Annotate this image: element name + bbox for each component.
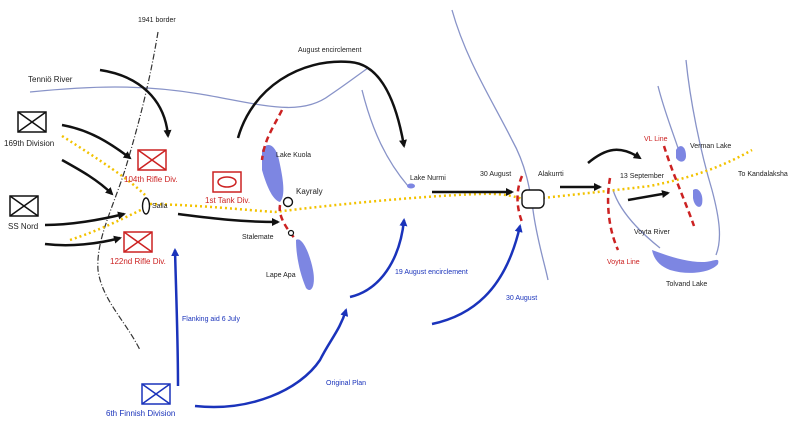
unit-6th-finnish <box>141 383 171 405</box>
rifle-122-label: 122nd Rifle Div. <box>110 257 166 266</box>
kayraly-marker <box>282 196 294 208</box>
alakurrti-label: Alakurrti <box>538 171 564 178</box>
lape-apa-label: Lape Apa <box>266 272 296 279</box>
unit-1st-tank <box>212 171 242 193</box>
stalemate-label: Stalemate <box>242 234 274 241</box>
tank-1-label: 1st Tank Div. <box>205 196 250 205</box>
border-1941-line <box>97 31 159 351</box>
lake-nurmi-shape <box>407 183 415 189</box>
defence-line-kayraly <box>278 204 297 241</box>
ss-nord-label: SS Nord <box>8 222 38 231</box>
lake-small-east <box>693 188 703 207</box>
finnish-6th-label: 6th Finnish Division <box>106 409 175 418</box>
voyta-river <box>612 189 661 249</box>
river-east <box>685 59 721 256</box>
tolvand-lake-label: Tolvand Lake <box>666 281 707 288</box>
rifle-104-label: 104th Rifle Div. <box>124 175 178 184</box>
august-encirclement-arrow <box>236 60 407 148</box>
aug-19-encirclement-arrow <box>349 218 408 299</box>
lake-kuola-label: Lake Kuola <box>276 152 311 159</box>
vl-line-label: VL Line <box>644 136 668 143</box>
border-1941-label: 1941 border <box>138 17 176 24</box>
div-169-label: 169th Division <box>4 139 54 148</box>
tolvand-lake-shape <box>652 250 719 273</box>
flanking-aid-arrow <box>171 248 180 387</box>
aug-30-arrow <box>431 224 523 326</box>
attack-arrow-13sep-1 <box>587 148 642 164</box>
lake-nurmi-label: Lake Nurmi <box>410 175 446 182</box>
stalemate-marker <box>287 229 295 237</box>
unit-169th-division <box>17 111 47 133</box>
lake-kuola-shape <box>262 145 284 202</box>
original-plan-arrow <box>194 308 349 409</box>
flanking-aid-label: Flanking aid 6 July <box>182 316 240 323</box>
aug-19-encirclement-label: 19 August encirclement <box>395 269 468 276</box>
august-encirclement-label: August encirclement <box>298 47 361 54</box>
unit-104th-rifle <box>137 149 167 171</box>
attack-arrow-169-2 <box>61 158 114 196</box>
vl-line <box>662 145 696 227</box>
river-nurmi <box>361 89 409 187</box>
defence-line-kuola <box>260 109 284 161</box>
salla-marker <box>141 197 151 215</box>
defence-line-alakurrti <box>516 175 524 223</box>
attack-arrow-tank <box>177 212 280 226</box>
original-plan-label: Original Plan <box>326 380 366 387</box>
aug-30-bottom-label: 30 August <box>506 295 537 302</box>
kayraly-label: Kayraly <box>296 187 323 196</box>
attack-arrow-ss-2 <box>44 235 122 247</box>
tenniö-river <box>29 67 369 109</box>
lape-apa-shape <box>296 239 314 290</box>
road-main <box>149 148 753 214</box>
attack-arrow-tenniö <box>99 68 172 138</box>
salla-label: Salla <box>152 203 168 210</box>
sep-13-label: 13 September <box>620 173 665 180</box>
river-alakurrti <box>451 9 549 281</box>
verman-lake-label: Verman Lake <box>690 143 731 150</box>
attack-arrow-169-1 <box>61 123 132 160</box>
verman-lake-shape <box>676 146 686 162</box>
aug-30-top-label: 30 August <box>480 171 511 178</box>
voyta-line-label: Voyta Line <box>607 259 640 266</box>
unit-ss-nord <box>9 195 39 217</box>
unit-122nd-rifle <box>123 231 153 253</box>
voyta-line <box>606 177 620 251</box>
river-verman <box>657 85 679 149</box>
to-kandalaksha-label: To Kandalaksha <box>738 171 788 178</box>
alakurrti-marker <box>521 189 545 209</box>
attack-arrow-13sep-2 <box>627 190 670 202</box>
voyta-river-label: Voyta River <box>634 229 670 236</box>
tenniö-river-label: Tenniö River <box>28 75 73 84</box>
attack-arrow-ss-1 <box>44 211 126 227</box>
